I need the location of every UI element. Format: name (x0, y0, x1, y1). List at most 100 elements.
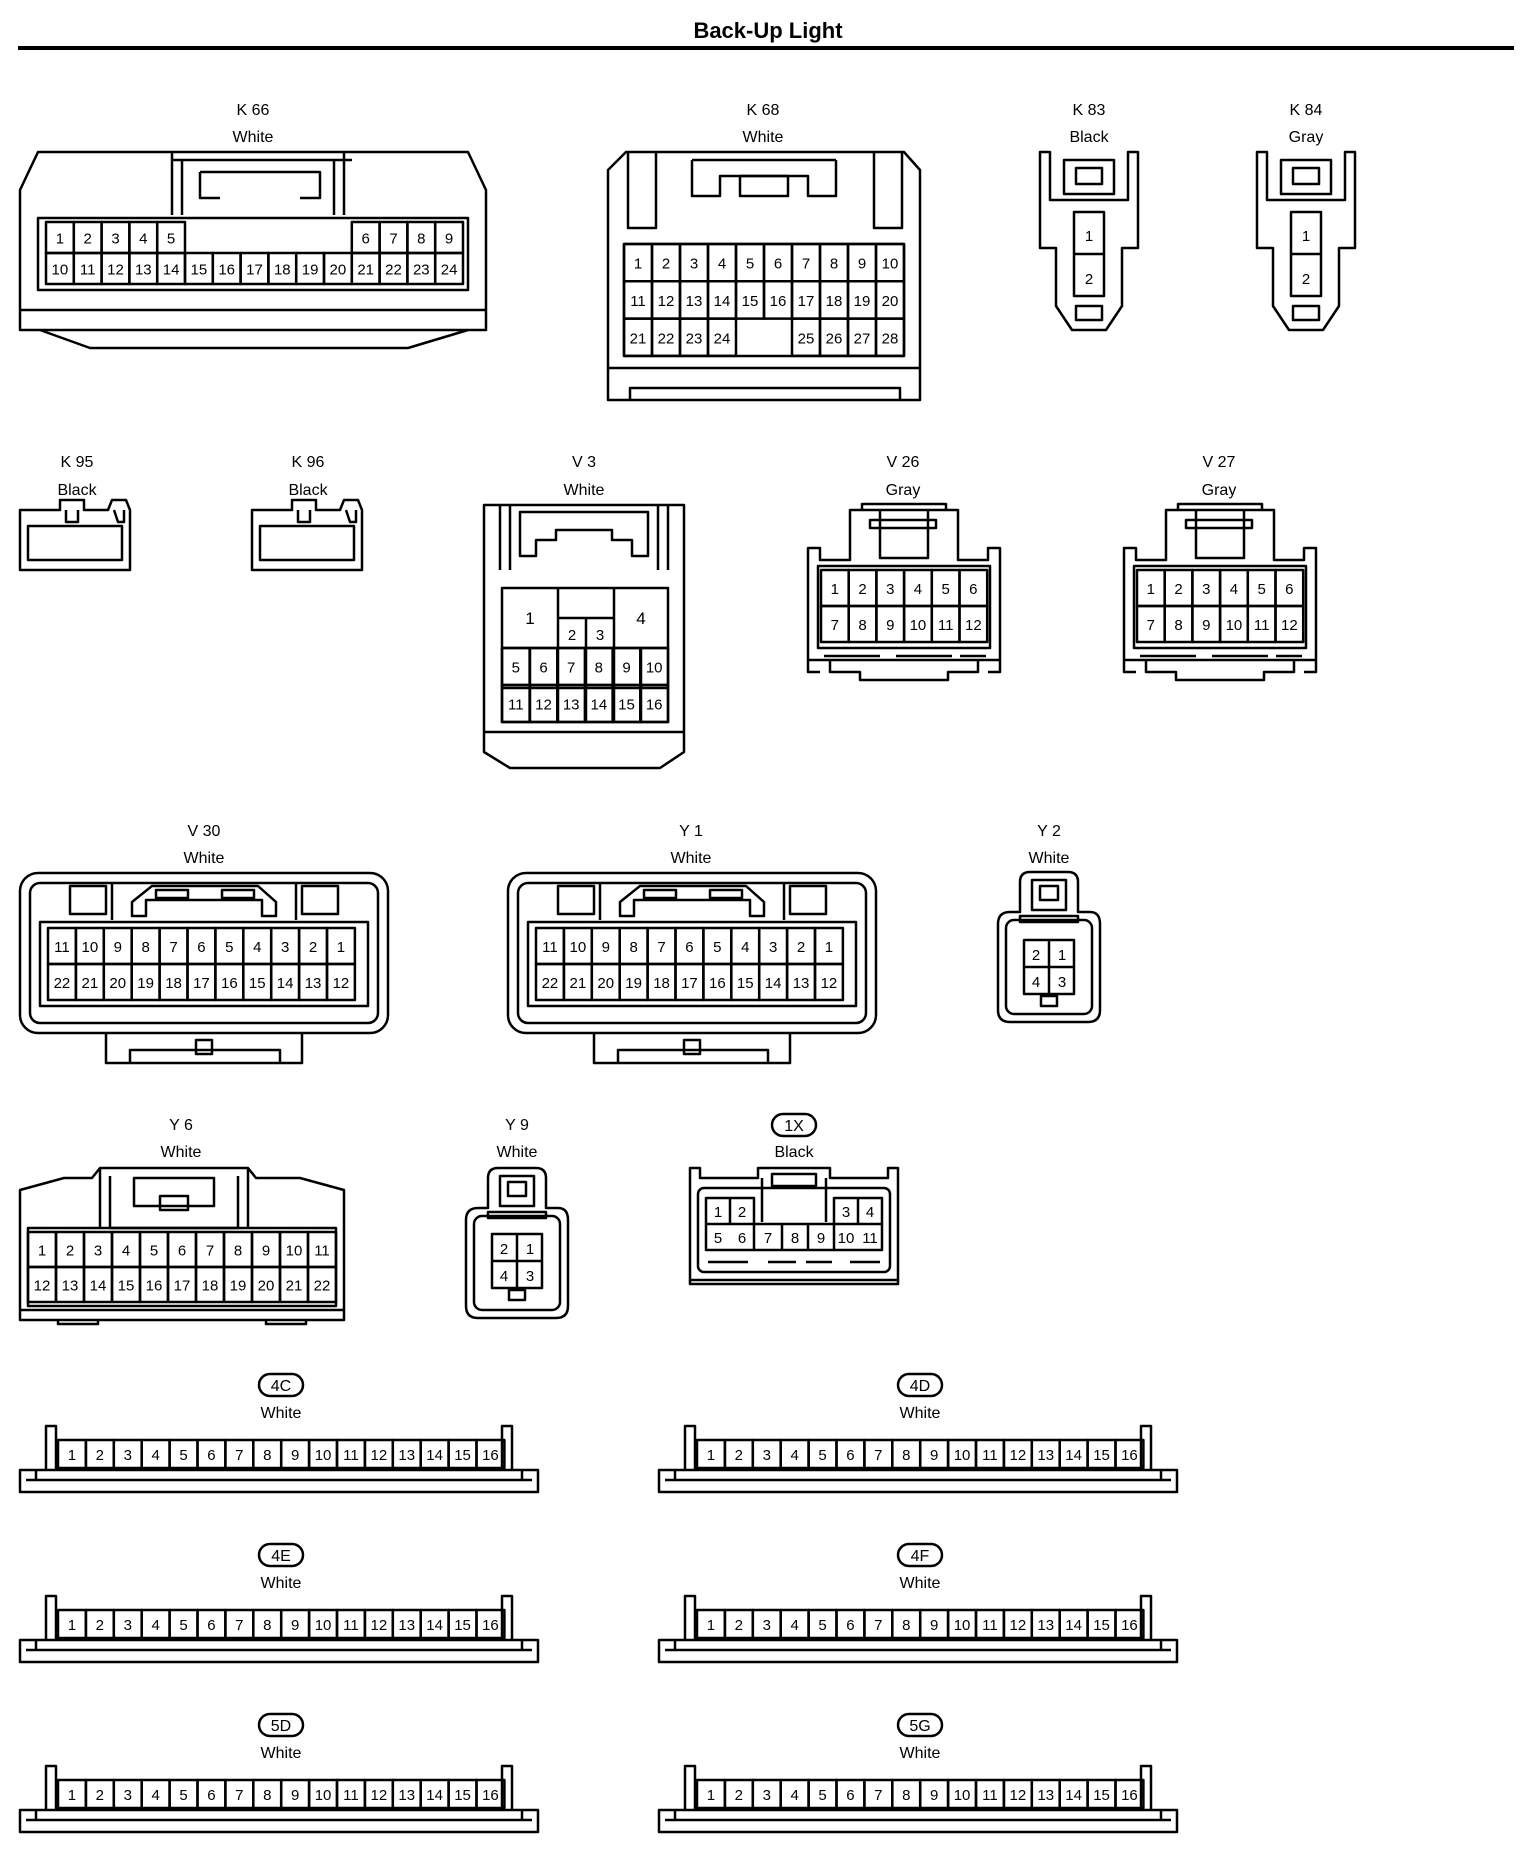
svg-text:10: 10 (954, 1787, 971, 1804)
svg-text:8: 8 (858, 617, 866, 634)
svg-text:9: 9 (262, 1243, 270, 1260)
svg-text:10: 10 (882, 256, 899, 273)
svg-text:13: 13 (1037, 1617, 1054, 1634)
svg-text:7: 7 (235, 1787, 243, 1804)
svg-text:10: 10 (82, 939, 99, 956)
svg-text:1: 1 (68, 1787, 76, 1804)
connector-label-1x: 1X (784, 1118, 804, 1135)
svg-text:27: 27 (854, 330, 871, 347)
svg-text:4: 4 (741, 939, 749, 956)
svg-text:13: 13 (305, 975, 322, 992)
svg-text:4: 4 (866, 1204, 874, 1221)
svg-text:9: 9 (602, 939, 610, 956)
svg-text:4: 4 (151, 1617, 159, 1634)
svg-text:1: 1 (525, 609, 534, 628)
svg-text:23: 23 (413, 262, 430, 279)
svg-text:7: 7 (802, 256, 810, 273)
svg-text:17: 17 (246, 262, 263, 279)
svg-text:3: 3 (690, 256, 698, 273)
page-title: Back-Up Light (693, 18, 843, 43)
svg-text:22: 22 (658, 330, 675, 347)
connector-color-k95: Black (57, 482, 97, 499)
svg-text:5: 5 (941, 581, 949, 598)
svg-text:9: 9 (930, 1447, 938, 1464)
svg-text:2: 2 (568, 627, 576, 644)
svg-text:20: 20 (882, 293, 899, 310)
svg-text:16: 16 (482, 1447, 499, 1464)
svg-text:7: 7 (874, 1787, 882, 1804)
svg-text:18: 18 (202, 1278, 219, 1295)
svg-text:2: 2 (500, 1241, 508, 1258)
svg-text:3: 3 (526, 1268, 534, 1285)
svg-text:9: 9 (886, 617, 894, 634)
svg-text:7: 7 (389, 231, 397, 248)
svg-text:8: 8 (902, 1617, 910, 1634)
svg-text:8: 8 (830, 256, 838, 273)
svg-text:11: 11 (982, 1787, 998, 1804)
svg-text:3: 3 (842, 1204, 850, 1221)
svg-text:9: 9 (114, 939, 122, 956)
svg-text:13: 13 (398, 1617, 415, 1634)
svg-text:4: 4 (914, 581, 922, 598)
svg-text:24: 24 (714, 330, 731, 347)
connector-color-v26: Gray (886, 482, 921, 499)
svg-text:12: 12 (1010, 1447, 1027, 1464)
svg-text:1: 1 (526, 1241, 534, 1258)
svg-text:2: 2 (735, 1447, 743, 1464)
svg-text:13: 13 (62, 1278, 79, 1295)
svg-text:3: 3 (763, 1617, 771, 1634)
svg-text:9: 9 (930, 1617, 938, 1634)
svg-text:1: 1 (68, 1617, 76, 1634)
svg-text:18: 18 (826, 293, 843, 310)
svg-text:2: 2 (96, 1447, 104, 1464)
connector-color-v3: White (564, 482, 605, 499)
svg-text:9: 9 (622, 660, 630, 677)
svg-text:13: 13 (1037, 1447, 1054, 1464)
svg-text:5: 5 (225, 939, 233, 956)
svg-text:8: 8 (629, 939, 637, 956)
svg-text:4: 4 (139, 231, 147, 248)
connector-color-4e: White (261, 1575, 302, 1592)
svg-text:6: 6 (197, 939, 205, 956)
svg-text:14: 14 (90, 1278, 107, 1295)
svg-text:10: 10 (570, 939, 587, 956)
svg-text:9: 9 (445, 231, 453, 248)
svg-text:7: 7 (831, 617, 839, 634)
svg-text:1: 1 (831, 581, 839, 598)
connector-label-4f: 4F (911, 1548, 930, 1565)
svg-text:1: 1 (68, 1447, 76, 1464)
svg-text:9: 9 (817, 1230, 825, 1247)
svg-text:14: 14 (426, 1447, 443, 1464)
svg-text:7: 7 (1147, 617, 1155, 634)
connector-color-1x: Black (774, 1144, 814, 1161)
svg-text:17: 17 (798, 293, 815, 310)
svg-text:14: 14 (765, 975, 782, 992)
connector-color-k96: Black (288, 482, 328, 499)
svg-text:2: 2 (309, 939, 317, 956)
svg-text:15: 15 (742, 293, 759, 310)
svg-text:6: 6 (207, 1617, 215, 1634)
svg-text:11: 11 (343, 1617, 359, 1634)
svg-text:15: 15 (191, 262, 208, 279)
connector-label-4d: 4D (910, 1378, 930, 1395)
svg-text:6: 6 (846, 1617, 854, 1634)
connector-color-k83: Black (1069, 129, 1109, 146)
svg-text:14: 14 (1065, 1617, 1082, 1634)
connector-k83: K 83 Black 1 2 (1038, 102, 1140, 332)
svg-text:7: 7 (567, 660, 575, 677)
svg-text:11: 11 (343, 1787, 359, 1804)
svg-text:6: 6 (685, 939, 693, 956)
svg-text:8: 8 (902, 1447, 910, 1464)
svg-text:10: 10 (315, 1787, 332, 1804)
svg-text:16: 16 (146, 1278, 163, 1295)
svg-text:2: 2 (66, 1243, 74, 1260)
connector-color-y2: White (1029, 850, 1070, 867)
svg-text:13: 13 (686, 293, 703, 310)
connector-label-y9: Y 9 (505, 1117, 529, 1134)
